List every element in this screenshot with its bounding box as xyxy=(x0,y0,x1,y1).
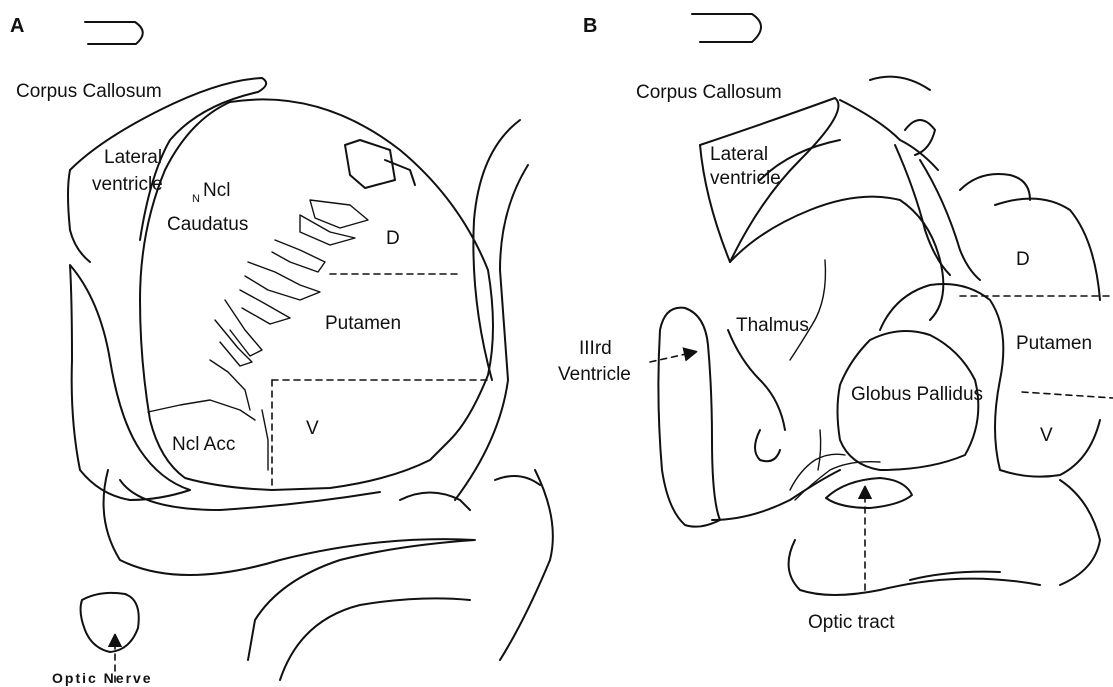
panel-b-dorsal-label: D xyxy=(1016,249,1030,270)
panel-b-third-ventricle-label-line2: Ventricle xyxy=(558,364,631,385)
panel-b-thalmus-label: Thalmus xyxy=(736,315,809,336)
panel-b-caudate-outline xyxy=(995,199,1100,300)
panel-a-capsule-strip xyxy=(310,200,368,228)
panel-b-optic-tract-label: Optic tract xyxy=(808,612,895,633)
panel-a-capsule-strip xyxy=(262,410,268,470)
panel-a-basal-border xyxy=(500,470,553,660)
panel-a-capsule-strip xyxy=(345,140,395,188)
panel-a-dorsal-label: D xyxy=(386,228,400,249)
panel-a-corpus-callosum-label: Corpus Callosum xyxy=(16,81,162,102)
panel-a-external-capsule xyxy=(473,120,520,380)
panel-b-globus-pallidus-label: Globus Pallidus xyxy=(851,384,983,405)
panel-b-caudate-outline xyxy=(870,77,930,90)
panel-a-putamen-label: Putamen xyxy=(325,313,401,334)
panel-b-third-ventricle-outline xyxy=(658,308,720,527)
panel-b-putamen-outline xyxy=(880,284,1100,477)
panel-b-third-ventricle-pointer xyxy=(650,352,695,362)
panel-a-ventricle-wall xyxy=(68,170,90,262)
panel-b-thalamus-outline xyxy=(730,197,943,320)
panel-b-caudate-outline xyxy=(905,120,935,155)
panel-a-ncl-label: Ncl xyxy=(203,180,230,201)
panel-a-capsule-strip xyxy=(300,215,355,245)
panel-a-external-capsule xyxy=(455,165,528,500)
panel-b-midline-border xyxy=(755,430,780,461)
panel-a-lateral-border xyxy=(495,476,540,485)
panel-b-orientation-mark xyxy=(692,14,761,42)
panel-a-lateral-ventricle-label-line2: ventricle xyxy=(92,174,163,195)
panel-a-optic-nerve-outline xyxy=(81,593,139,652)
panel-a-basal-border xyxy=(120,480,380,510)
panel-a-capsule-strip xyxy=(245,262,320,300)
panel-b-hypothalamus-outline xyxy=(789,540,1040,595)
panel-a-letter: A xyxy=(10,15,24,37)
panel-b-midline-border xyxy=(790,260,825,360)
panel-b-midline-border xyxy=(728,330,785,430)
panel-a-capsule-strip xyxy=(272,240,325,272)
panel-b-letter: B xyxy=(583,15,597,37)
panel-b-thalamus-outline xyxy=(840,100,938,170)
panel-b-ventral-label: V xyxy=(1040,425,1053,446)
panel-a-optic-nerve-label: Optic Nerve xyxy=(52,670,153,686)
panel-a: A Corpus C xyxy=(10,15,553,686)
panel-b-ventral-striatum-outline xyxy=(1060,480,1100,585)
panel-b-corpus-callosum-label: Corpus Callosum xyxy=(636,82,782,103)
panel-b-putamen-label: Putamen xyxy=(1016,333,1092,354)
panel-a-ncl-prefix-label: N xyxy=(192,193,200,205)
panel-b-third-ventricle-label-line1: IIIrd xyxy=(579,338,612,359)
panel-a-orientation-mark xyxy=(85,22,143,44)
panel-a-capsule-strip xyxy=(215,320,252,366)
panel-a-lateral-ventricle-label-line1: Lateral xyxy=(104,147,162,168)
panel-a-basal-border xyxy=(280,598,470,680)
panel-b-lateral-ventricle-label-line2: ventricle xyxy=(710,168,781,189)
panel-a-ventral-label: V xyxy=(306,418,319,439)
panel-a-capsule-strip xyxy=(148,400,255,420)
panel-b: B Co xyxy=(558,14,1113,633)
panel-b-optic-tract-outline xyxy=(826,478,912,508)
panel-b-thalamus-outline xyxy=(920,160,980,280)
panel-b-caudate-outline xyxy=(960,174,1030,200)
panel-a-caudatus-label: Caudatus xyxy=(167,214,248,235)
panel-b-lateral-ventricle-label-line1: Lateral xyxy=(710,144,768,165)
panel-a-ncl-acc-label: Ncl Acc xyxy=(172,434,235,455)
panel-b-optic-tract-outline xyxy=(818,430,821,470)
panel-b-ventral-boundary xyxy=(1022,392,1113,398)
